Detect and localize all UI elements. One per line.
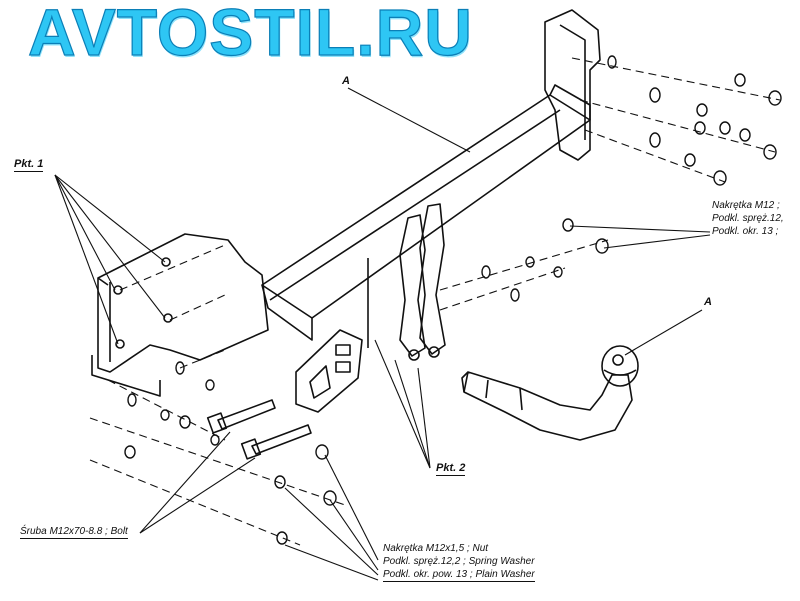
plain-washer-label-right: Podkl. okr. 13 ;	[712, 226, 779, 237]
plain-washer-label-bottom: Podkl. okr. pow. 13 ; Plain Washer	[383, 569, 535, 582]
bolt-lower	[251, 424, 312, 455]
part-a-label-right: A	[704, 296, 712, 308]
nut-label-bottom: Nakrętka M12x1,5 ; Nut	[383, 543, 489, 554]
spring-washer-label-bottom: Podkl. spręż.12,2 ; Spring Washer	[383, 556, 535, 567]
bolt-label: Śruba M12x70-8.8 ; Bolt	[20, 526, 128, 539]
part-a-label-top: A	[342, 75, 350, 87]
right-bracket	[544, 9, 601, 161]
nut-label-right: Nakrętka M12 ;	[712, 200, 780, 211]
spring-washer-label-right: Podkl. spręż.12,	[712, 213, 784, 224]
socket-plate	[295, 329, 363, 413]
bolt-upper	[217, 399, 276, 430]
hanger-plate-left	[399, 214, 426, 357]
watermark-text: AVTOSTIL.RU	[27, 0, 473, 70]
pkt1-label: Pkt. 1	[14, 158, 44, 172]
left-bracket	[97, 233, 269, 373]
pkt2-label: Pkt. 2	[436, 462, 466, 476]
tow-ball-neck	[463, 371, 633, 441]
